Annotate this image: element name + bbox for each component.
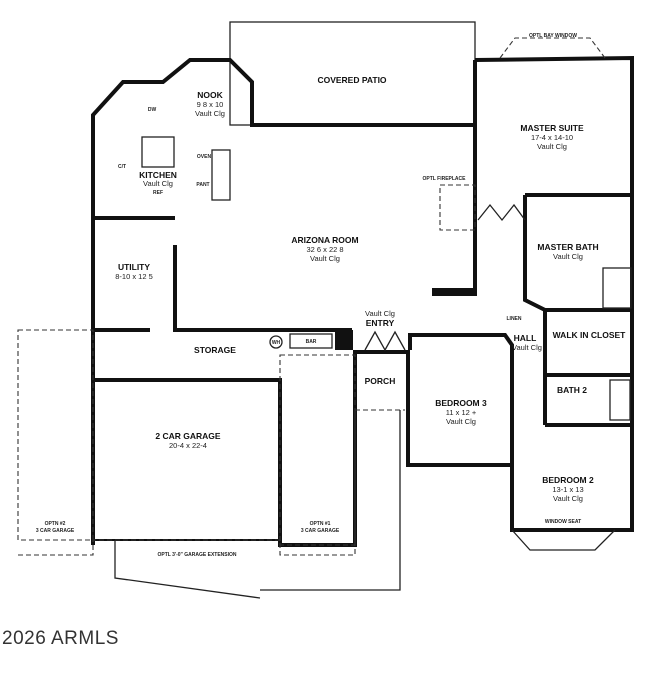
bath2-label: BATH 2 [557,385,587,395]
dw-label: DW [148,107,157,113]
nook-ceiling: Vault Clg [195,109,225,118]
bedroom2-ceiling: Vault Clg [553,494,583,503]
entry-label: ENTRY [366,318,395,328]
arizona-room-ceiling: Vault Clg [310,254,340,263]
bar-label: BAR [306,339,317,345]
driveway-walk [260,410,401,591]
linen-label: LINEN [507,316,522,322]
hall-ceiling: Vault Clg [512,343,542,352]
fireplace-hearth [432,288,477,296]
exterior-wall [93,55,634,547]
bar [289,333,333,349]
kitchen-ceiling: Vault Clg [143,179,173,188]
oven-label: OVEN [197,154,212,160]
bedroom3-wall [408,333,514,465]
bedroom3-size: 11 x 12 + [446,408,477,417]
ref-label: REF [153,190,163,196]
fireplace-outline [439,184,476,231]
entry-doors [364,330,406,352]
bay-window-outline [499,37,606,59]
master-suite-label: MASTER SUITE [520,123,584,133]
bedroom2-label: BEDROOM 2 [542,475,594,485]
walk-in-closet-label: WALK IN CLOSET [553,330,627,340]
opt2-garage-outline [17,329,94,541]
master-suite-size: 17-4 x 14-10 [531,133,573,142]
entry-ceiling: Vault Clg [365,309,395,318]
nook-label: NOOK [197,90,223,100]
master-suite-ceiling: Vault Clg [537,142,567,151]
storage-label: STORAGE [194,345,236,355]
kitchen-island [141,136,175,168]
opt2-label-2: 3 CAR GARAGE [36,528,75,534]
covered-patio-label: COVERED PATIO [317,75,386,85]
utility-label: UTILITY [118,262,150,272]
bedroom3-label: BEDROOM 3 [435,398,487,408]
garage-extension-outline [18,409,405,556]
kitchen-nook-wall [91,58,475,545]
bedroom3-ceiling: Vault Clg [446,417,476,426]
fireplace-label: OPTL FIREPLACE [423,176,467,182]
oven-pantry [211,149,231,201]
window-seat-label: WINDOW SEAT [545,519,581,525]
bedroom2-size: 13-1 x 13 [552,485,583,494]
opt1-garage-outline [279,354,356,546]
opt1-label-1: OPTN #1 [310,521,331,527]
opt2-label-1: OPTN #2 [45,521,66,527]
column [335,330,353,350]
copyright: 2026 ARMLS [2,628,119,649]
porch-label: PORCH [365,376,396,386]
hall-label: HALL [514,333,537,343]
closet-wall [523,195,547,425]
tub [602,267,632,309]
driveway-left [114,540,261,599]
master-bath-ceiling: Vault Clg [553,252,583,261]
garage-label: 2 CAR GARAGE [155,431,221,441]
bay-window-label: OPTL BAY WINDOW [529,33,577,39]
garage-extension-label: OPTL 3'-0" GARAGE EXTENSION [157,552,236,558]
ct-label: C/T [118,164,126,170]
covered-patio-outline [229,21,476,126]
water-heater [269,335,283,349]
utility-size: 8-10 x 12 5 [115,272,153,281]
bedroom2-bay [511,529,616,551]
arizona-room-label: ARIZONA ROOM [291,235,358,245]
wh-label: WH [272,340,281,346]
kitchen-label: KITCHEN [139,170,177,180]
master-bath-label: MASTER BATH [537,242,598,252]
pant-label: PANT [196,182,209,188]
bath2-tub [609,379,631,421]
master-doors [477,203,526,222]
nook-size: 9 8 x 10 [197,100,224,109]
opt1-label-2: 3 CAR GARAGE [301,528,340,534]
garage-size: 20-4 x 22-4 [169,441,207,450]
arizona-room-size: 32 6 x 22 8 [306,245,343,254]
